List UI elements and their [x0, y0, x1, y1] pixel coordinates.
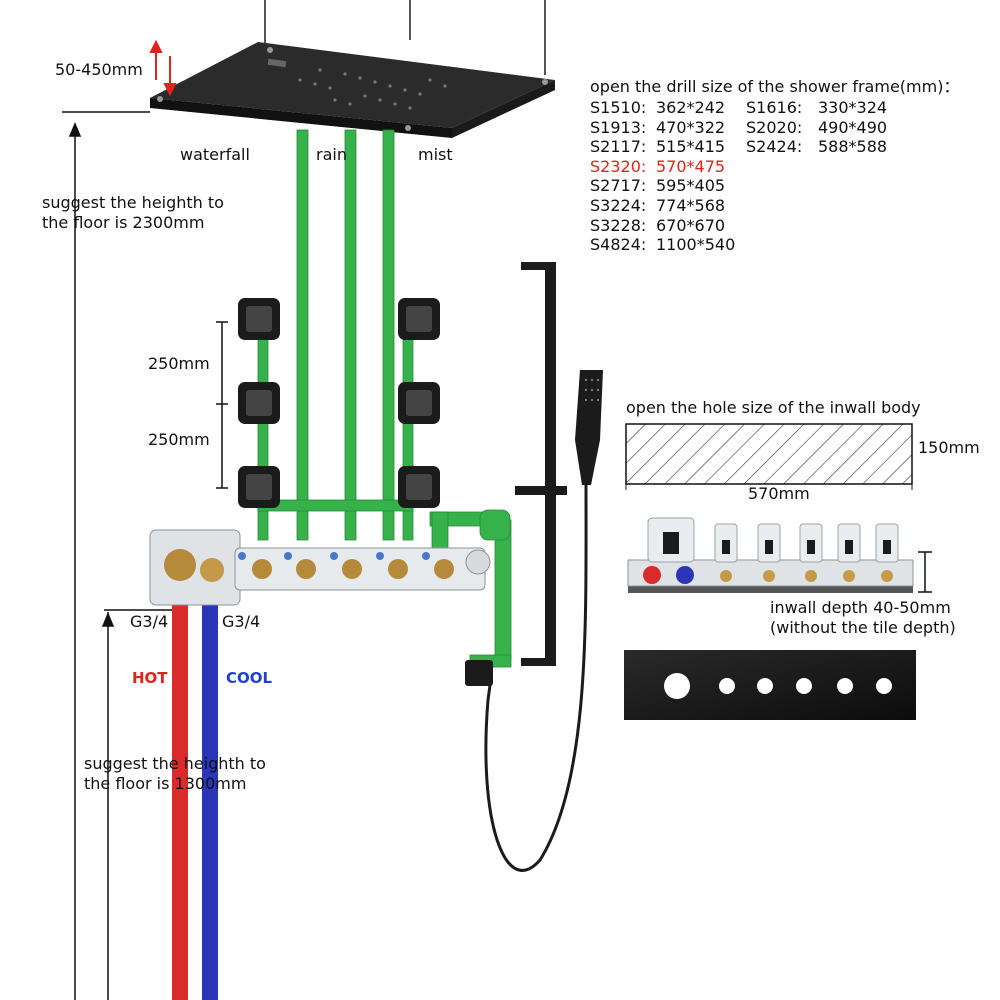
bottom-height-note-line1: suggest the heighth to — [84, 754, 266, 773]
inwall-hole-height-label: 150mm — [918, 438, 980, 457]
drill-code: S2424: — [746, 137, 803, 157]
cool-pipe — [202, 598, 218, 1000]
hot-label: HOT — [132, 669, 168, 687]
inwall-hole-title: open the hole size of the inwall body — [626, 398, 921, 417]
body-jet-icon — [398, 298, 440, 340]
body-jet-icon — [238, 382, 280, 424]
inwall-hole-box — [625, 423, 913, 490]
body-jet-icon — [238, 466, 280, 508]
drill-code: S2117: — [590, 137, 647, 157]
waterfall-label: waterfall — [180, 145, 250, 164]
wall-outlet-elbow — [465, 660, 493, 686]
drill-code: S3224: — [590, 196, 647, 215]
ceiling-rods — [264, 0, 546, 75]
jet-spacing-lower-label: 250mm — [148, 430, 210, 449]
drill-code: S4824: — [590, 235, 647, 255]
mist-label: mist — [418, 145, 453, 164]
drill-size: 588*588 — [818, 137, 888, 157]
body-jets — [238, 298, 440, 508]
drill-size: 1100*540 — [656, 235, 736, 255]
drill-code: S2320: — [590, 156, 647, 176]
trim-plate-icon — [624, 650, 916, 720]
drill-size: 774*568 — [656, 196, 726, 215]
inwall-depth-dimension — [918, 551, 932, 593]
body-jet-icon — [238, 298, 280, 340]
drill-code: S1510: — [590, 98, 647, 117]
drill-size: 362*242 — [656, 98, 726, 117]
hot-pipe — [172, 598, 188, 1000]
drill-code: S1913: — [590, 117, 647, 137]
green-pipes — [257, 129, 512, 668]
drill-code: S2717: — [590, 176, 647, 196]
top-height-note-line2: the floor is 2300mm — [42, 213, 205, 232]
body-jet-icon — [398, 466, 440, 508]
valve-components — [627, 517, 914, 593]
hot-thread-label: G3/4 — [130, 612, 169, 631]
drill-table-left-column: S1510: 362*242 S1913: 470*322 S2117: 515*41… — [590, 98, 750, 258]
drill-table-title: open the drill size of the shower frame(… — [590, 77, 960, 96]
cool-thread-label: G3/4 — [222, 612, 261, 631]
drill-size: 515*415 — [656, 137, 726, 157]
inwall-depth-line2: (without the tile depth) — [770, 618, 956, 637]
jet-spacing-upper-label: 250mm — [148, 354, 210, 373]
rain-shower-head-icon — [150, 42, 555, 138]
drill-table-right-column: S1616: 330*324 S2020: 490*490 S2424: 588*58… — [746, 98, 946, 158]
drill-code: S3228: — [590, 215, 647, 235]
slide-bar-icon — [515, 262, 567, 666]
drill-size: 330*324 — [818, 98, 888, 117]
drill-code: S1616: — [746, 98, 803, 117]
inwall-depth-line1: inwall depth 40-50mm — [770, 598, 951, 617]
bottom-height-note-line2: the floor is 1300mm — [84, 774, 247, 793]
floor-height-dimension — [62, 111, 175, 1000]
ceiling-gap-arrow — [149, 39, 177, 97]
ceiling-gap-label: 50-450mm — [55, 60, 143, 79]
hand-shower-icon — [575, 370, 603, 485]
cool-label: COOL — [226, 669, 273, 687]
top-height-note-line1: suggest the heighth to — [42, 193, 224, 212]
inwall-hole-width-label: 570mm — [748, 484, 810, 503]
thermostatic-valve-body-icon — [149, 529, 491, 606]
drill-size: 670*670 — [656, 215, 726, 235]
drill-size: 570*475 — [656, 156, 726, 176]
drill-size: 490*490 — [818, 117, 888, 137]
drill-size: 470*322 — [656, 117, 726, 137]
body-jet-icon — [398, 382, 440, 424]
hand-shower-hose — [484, 484, 588, 872]
drill-code: S2020: — [746, 117, 803, 137]
drill-size: 595*405 — [656, 176, 726, 196]
jet-spacing-dimension — [216, 321, 228, 489]
rain-label: rain — [316, 145, 347, 164]
